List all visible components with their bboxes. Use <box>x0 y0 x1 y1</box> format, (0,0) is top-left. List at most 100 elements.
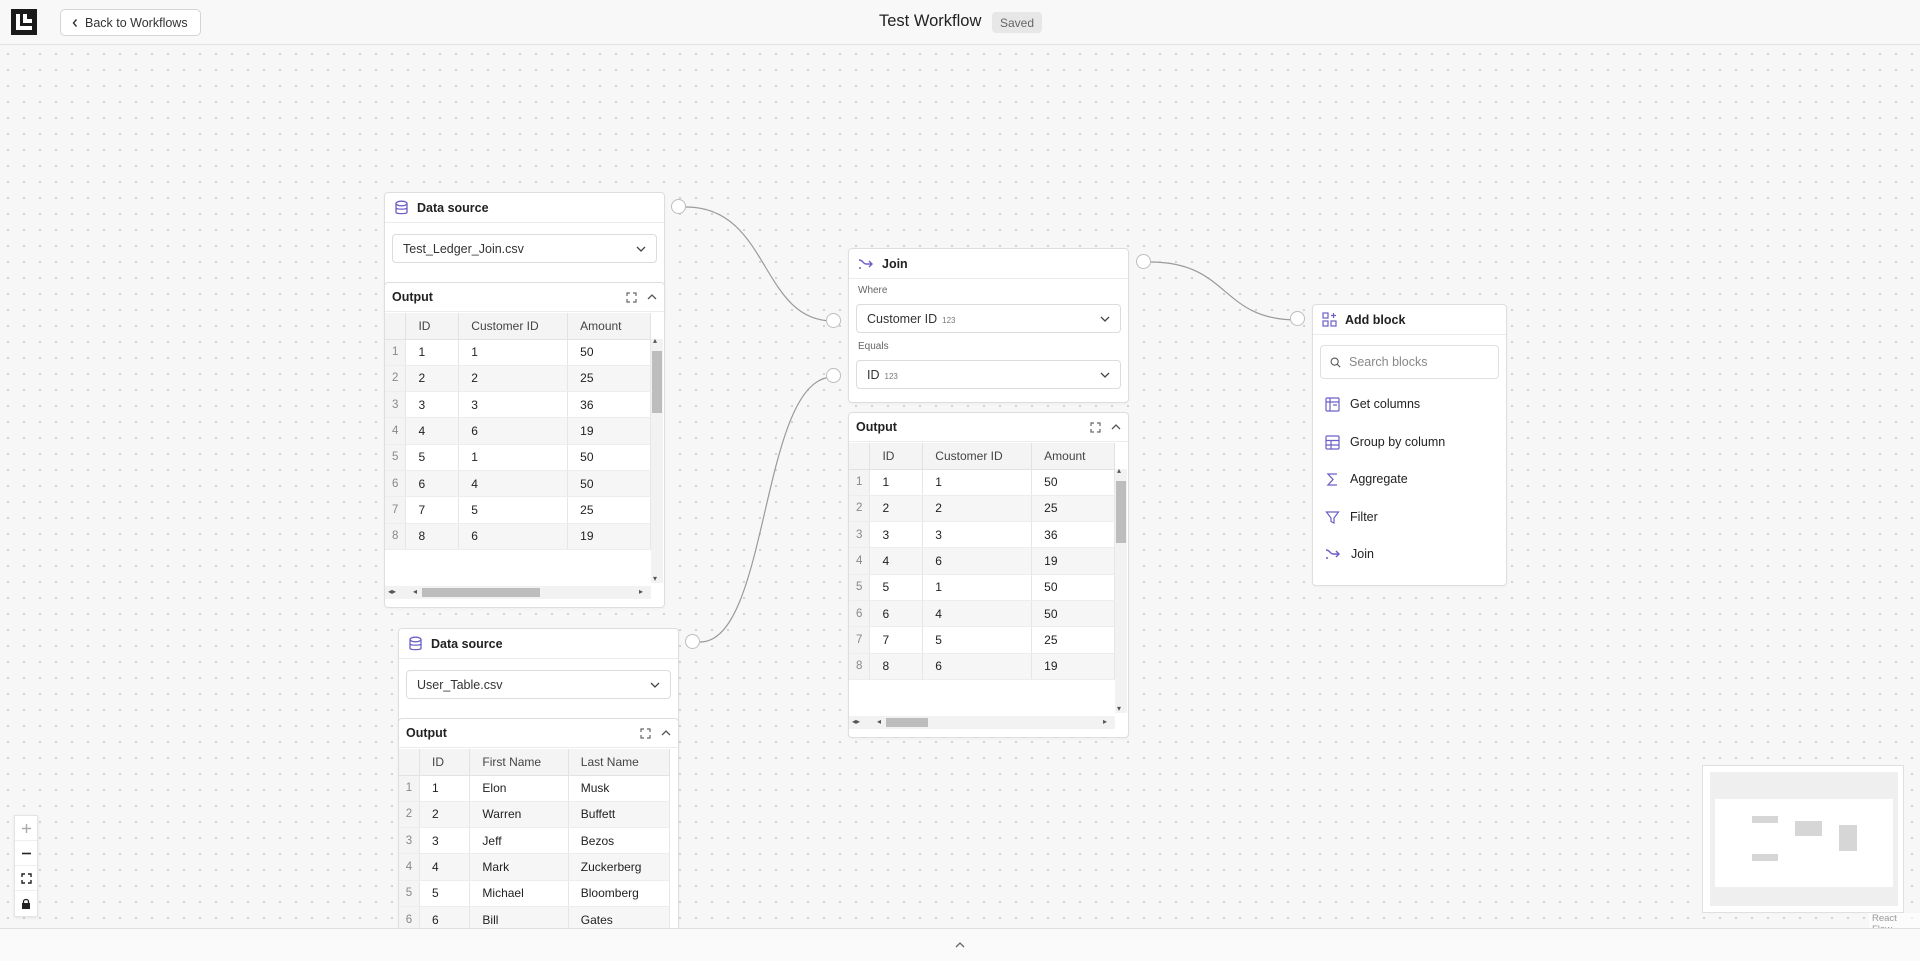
zoom-in-button[interactable] <box>15 816 37 841</box>
table-cell[interactable]: 1 <box>405 339 460 366</box>
table-cell[interactable]: 19 <box>1031 653 1115 680</box>
table-cell[interactable]: 5 <box>458 496 569 524</box>
table-cell[interactable]: 5 <box>922 626 1033 654</box>
table-cell[interactable]: Jeff <box>469 827 569 855</box>
table-cell[interactable]: 25 <box>1031 495 1115 523</box>
column-header[interactable]: ID <box>419 749 471 776</box>
table-cell[interactable]: 6 <box>419 906 471 928</box>
menu-item-aggregate[interactable]: Aggregate <box>1325 466 1408 492</box>
table-cell[interactable]: 1 <box>922 469 1033 496</box>
table-cell[interactable]: Bezos <box>568 827 671 855</box>
table-cell[interactable]: 8 <box>869 653 924 680</box>
table-cell[interactable]: 4 <box>419 853 471 881</box>
table-cell[interactable]: 7 <box>405 496 460 524</box>
table-cell[interactable]: 2 <box>922 495 1033 523</box>
table-cell[interactable]: 6 <box>869 600 924 628</box>
join-input-handle-1[interactable] <box>826 313 841 328</box>
table-cell[interactable]: 4 <box>405 417 460 445</box>
workflow-title[interactable]: Test Workflow <box>879 12 982 30</box>
table-cell[interactable]: 19 <box>567 417 651 445</box>
flow-canvas[interactable]: Data source Test_Ledger_Join.csv Output … <box>0 46 1920 928</box>
back-to-workflows-button[interactable]: Back to Workflows <box>60 9 201 36</box>
table-cell[interactable]: 6 <box>405 470 460 498</box>
table-cell[interactable]: Warren <box>469 801 569 829</box>
table-cell[interactable]: 2 <box>419 801 471 829</box>
table-cell[interactable]: 19 <box>1031 547 1115 575</box>
app-logo-icon[interactable] <box>11 9 37 35</box>
table-cell[interactable]: 50 <box>1031 600 1115 628</box>
column-header[interactable]: ID <box>405 313 460 340</box>
join-input-handle-2[interactable] <box>826 368 841 383</box>
table-cell[interactable]: 19 <box>567 523 651 550</box>
table-cell[interactable]: 3 <box>869 521 924 549</box>
table-cell[interactable]: 50 <box>1031 574 1115 601</box>
table-cell[interactable]: 2 <box>458 365 569 393</box>
table-cell[interactable]: 3 <box>419 827 471 855</box>
table-cell[interactable]: 7 <box>869 626 924 654</box>
table-cell[interactable]: Bill <box>469 906 569 928</box>
table-cell[interactable]: Michael <box>469 880 569 907</box>
table-cell[interactable]: 6 <box>922 547 1033 575</box>
chevron-up-icon[interactable] <box>1111 424 1121 430</box>
expand-icon[interactable] <box>640 727 651 739</box>
table-cell[interactable]: Buffett <box>568 801 671 829</box>
search-blocks-field[interactable] <box>1320 345 1499 379</box>
horizontal-scrollbar[interactable]: ◂▸ ◂ ▸ <box>385 586 651 599</box>
column-header[interactable]: Customer ID <box>922 443 1033 470</box>
column-header[interactable]: Customer ID <box>458 313 569 340</box>
file-select[interactable]: User_Table.csv <box>406 670 671 699</box>
table-cell[interactable]: 6 <box>922 653 1033 680</box>
zoom-out-button[interactable] <box>15 841 37 866</box>
table-cell[interactable]: 8 <box>405 523 460 550</box>
lock-button[interactable] <box>15 891 37 916</box>
column-header[interactable]: Amount <box>567 313 651 340</box>
chevron-up-icon[interactable] <box>661 730 671 736</box>
table-cell[interactable]: 5 <box>869 574 924 601</box>
table-cell[interactable]: 1 <box>922 574 1033 601</box>
expand-icon[interactable] <box>626 291 637 303</box>
column-header[interactable]: First Name <box>469 749 569 776</box>
table-cell[interactable]: 36 <box>1031 521 1115 549</box>
table-cell[interactable]: 5 <box>419 880 471 907</box>
table-cell[interactable]: Bloomberg <box>568 880 671 907</box>
vertical-scrollbar[interactable]: ▴ ▾ <box>1115 467 1127 713</box>
column-header[interactable]: ID <box>869 443 924 470</box>
table-cell[interactable]: 25 <box>1031 626 1115 654</box>
table-cell[interactable]: 1 <box>458 339 569 366</box>
table-cell[interactable]: 2 <box>405 365 460 393</box>
table-cell[interactable]: 6 <box>458 523 569 550</box>
table-cell[interactable]: Gates <box>568 906 671 928</box>
menu-item-join[interactable]: Join <box>1325 541 1374 567</box>
table-cell[interactable]: 50 <box>567 444 651 471</box>
column-header[interactable]: Amount <box>1031 443 1115 470</box>
table-cell[interactable]: 2 <box>869 495 924 523</box>
table-cell[interactable]: 25 <box>567 496 651 524</box>
table-cell[interactable]: 1 <box>869 469 924 496</box>
table-cell[interactable]: 4 <box>869 547 924 575</box>
table-cell[interactable]: 1 <box>419 775 471 802</box>
join-output-handle[interactable] <box>1136 254 1151 269</box>
table-cell[interactable]: 4 <box>458 470 569 498</box>
table-cell[interactable]: 4 <box>922 600 1033 628</box>
table-cell[interactable]: 50 <box>567 339 651 366</box>
horizontal-scrollbar[interactable]: ◂▸ ◂ ▸ <box>849 716 1115 729</box>
table-cell[interactable]: 50 <box>1031 469 1115 496</box>
expand-icon[interactable] <box>1090 421 1101 433</box>
source2-output-handle[interactable] <box>685 634 700 649</box>
table-cell[interactable]: 3 <box>458 391 569 419</box>
chevron-up-icon[interactable] <box>955 942 965 948</box>
table-cell[interactable]: Musk <box>568 775 671 802</box>
table-cell[interactable]: Mark <box>469 853 569 881</box>
table-cell[interactable]: 1 <box>458 444 569 471</box>
menu-item-filter[interactable]: Filter <box>1325 504 1378 530</box>
table-cell[interactable]: Zuckerberg <box>568 853 671 881</box>
table-cell[interactable]: 3 <box>922 521 1033 549</box>
table-cell[interactable]: 50 <box>567 470 651 498</box>
table-cell[interactable]: 25 <box>567 365 651 393</box>
table-cell[interactable]: Elon <box>469 775 569 802</box>
